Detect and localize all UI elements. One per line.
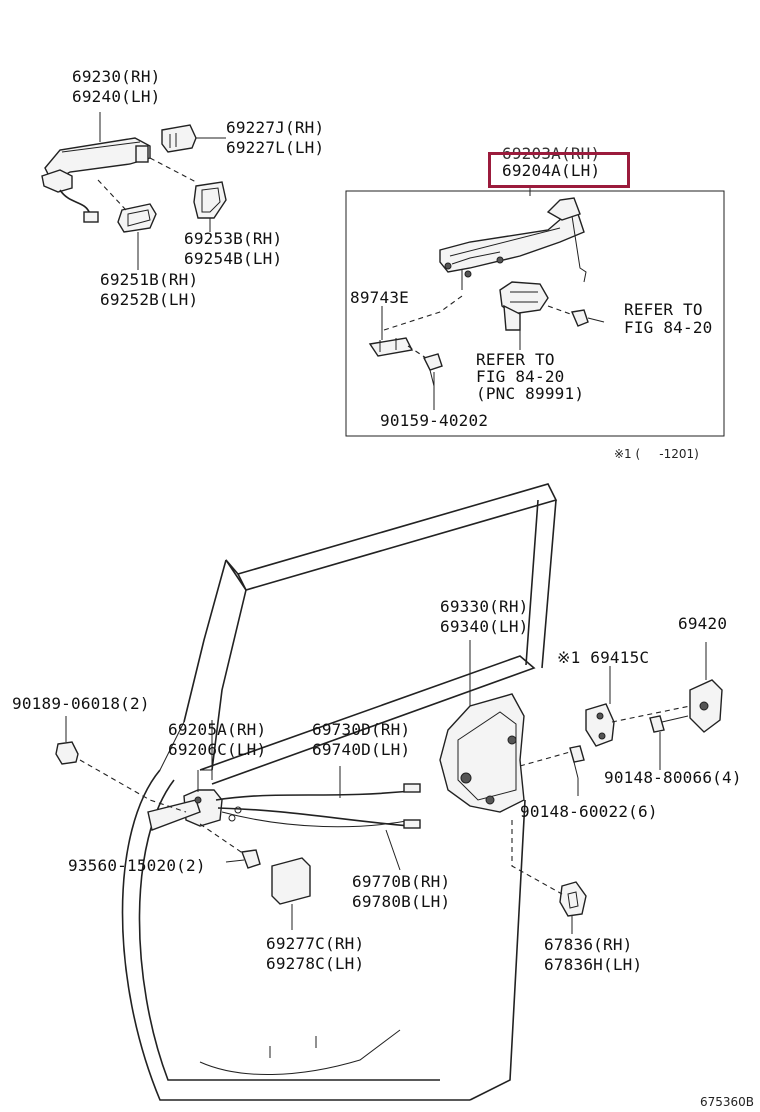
label-69730d[interactable]: 69730D(RH) <box>312 720 411 739</box>
label-69240[interactable]: 69240(LH) <box>72 87 161 106</box>
clip-90189[interactable] <box>55 741 79 765</box>
refer-label-1a[interactable]: REFER TO <box>624 300 703 319</box>
door-lock-assembly[interactable] <box>439 693 525 813</box>
door-striker[interactable] <box>689 679 723 733</box>
label-69340[interactable]: 69340(LH) <box>440 617 529 636</box>
lock-cylinder-module[interactable] <box>499 281 549 331</box>
lock-screw[interactable] <box>569 745 585 779</box>
label-69227j[interactable]: 69227J(RH) <box>226 118 325 137</box>
label-90148-60022[interactable]: 90148-60022(6) <box>520 802 658 821</box>
label-89743e[interactable]: 89743E <box>350 288 409 307</box>
handle-pad-rear[interactable] <box>193 181 227 219</box>
handle-cap[interactable] <box>161 124 197 153</box>
refer-screw-top[interactable] <box>571 309 605 327</box>
bracket-89743e[interactable] <box>368 337 414 357</box>
outside-handle-assembly[interactable] <box>41 137 151 223</box>
highlight-box <box>488 152 630 188</box>
refer-label-1b[interactable]: FIG 84-20 <box>624 318 713 337</box>
label-69251b[interactable]: 69251B(RH) <box>100 270 199 289</box>
label-69204a[interactable]: 69204A(LH) <box>502 161 601 180</box>
label-69227l[interactable]: 69227L(LH) <box>226 138 325 157</box>
note-1: ※1 ( -1201) <box>614 447 699 461</box>
inside-handle[interactable] <box>147 789 223 831</box>
lock-cover[interactable] <box>271 857 311 905</box>
label-90159[interactable]: 90159-40202 <box>380 411 489 430</box>
label-69205a[interactable]: 69205A(RH) <box>168 720 267 739</box>
label-69252b[interactable]: 69252B(LH) <box>100 290 199 309</box>
striker-bolt[interactable] <box>649 715 689 733</box>
label-90189[interactable]: 90189-06018(2) <box>12 694 150 713</box>
label-69253b[interactable]: 69253B(RH) <box>184 229 283 248</box>
frame-assembly-box <box>345 190 725 437</box>
handle-frame[interactable] <box>439 197 587 283</box>
refer-label-2c[interactable]: (PNC 89991) <box>476 384 585 403</box>
label-69278c[interactable]: 69278C(LH) <box>266 954 365 973</box>
label-69330[interactable]: 69330(RH) <box>440 597 529 616</box>
label-69277c[interactable]: 69277C(RH) <box>266 934 365 953</box>
label-93560[interactable]: 93560-15020(2) <box>68 856 206 875</box>
label-67836h[interactable]: 67836H(LH) <box>544 955 643 974</box>
door-hole-plug[interactable] <box>559 881 587 917</box>
label-69254b[interactable]: 69254B(LH) <box>184 249 283 268</box>
striker-shim[interactable] <box>585 703 615 747</box>
handle-pad-front[interactable] <box>117 203 157 233</box>
label-69780b[interactable]: 69780B(LH) <box>352 892 451 911</box>
label-67836[interactable]: 67836(RH) <box>544 935 633 954</box>
label-69206c[interactable]: 69206C(LH) <box>168 740 267 759</box>
label-69230[interactable]: 69230(RH) <box>72 67 161 86</box>
refer-label-2a[interactable]: REFER TO <box>476 350 555 369</box>
refer-label-2b[interactable]: FIG 84-20 <box>476 367 565 386</box>
label-69415c[interactable]: ※1 69415C <box>557 648 650 667</box>
bolt-90159-40202[interactable] <box>422 353 443 387</box>
figure-number: 675360B <box>700 1095 755 1109</box>
label-69770b[interactable]: 69770B(RH) <box>352 872 451 891</box>
lock-cables[interactable] <box>215 783 421 829</box>
label-90148-80066[interactable]: 90148-80066(4) <box>604 768 742 787</box>
bolt-93560-15020[interactable] <box>241 849 261 869</box>
label-69420[interactable]: 69420 <box>678 614 728 633</box>
label-69740d[interactable]: 69740D(LH) <box>312 740 411 759</box>
